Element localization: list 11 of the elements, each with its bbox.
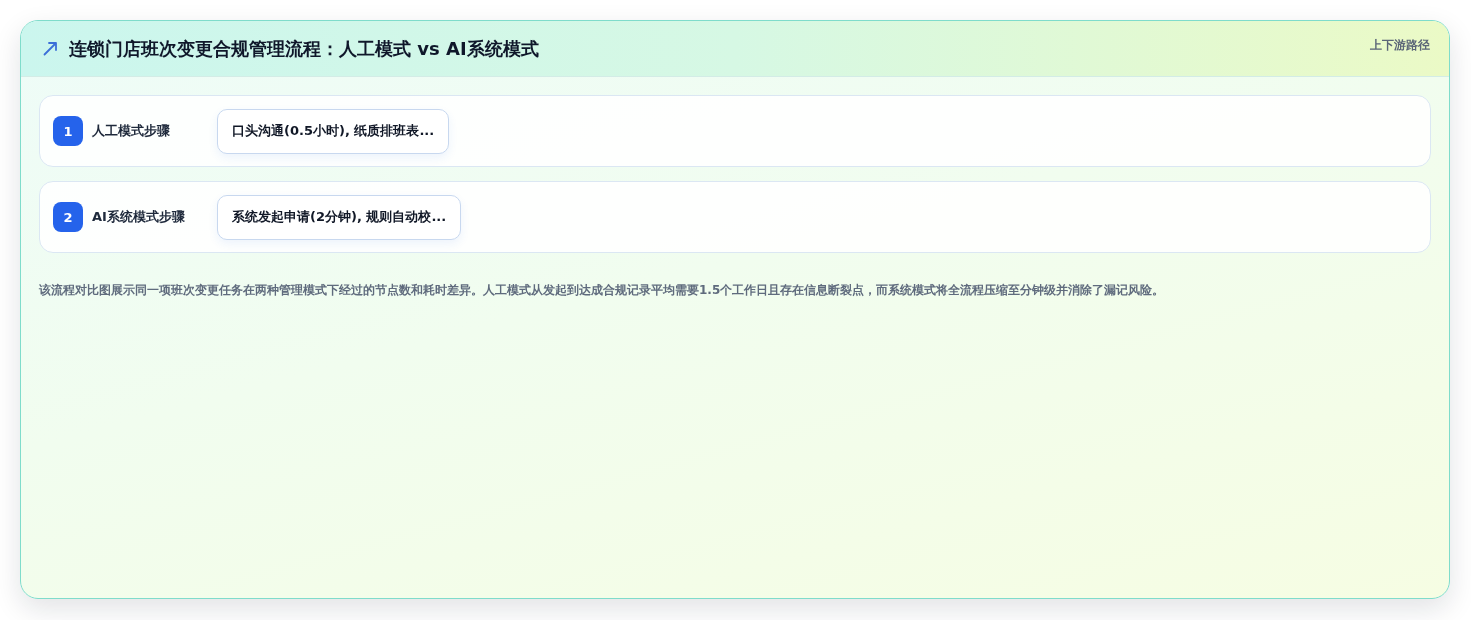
corner-note: 上下游路径 (1370, 37, 1430, 54)
diagram-title: 连锁门店班次变更合规管理流程：人工模式 vs AI系统模式 (69, 36, 539, 61)
lane-label: 人工模式步骤 (92, 122, 171, 140)
caption: 该流程对比图展示同一项班次变更任务在两种管理模式下经过的节点数和耗时差异。人工模式从发起到达成合规记录平均需要1.5个工作日且存在信息断裂点，而系统模式将全流程压缩至分钟级并消除了漏记风险。 (39, 282, 1166, 299)
process-step: 口头沟通(0.5小时), 纸质排班表... (217, 108, 450, 154)
step-number: 2 (53, 202, 83, 232)
lane-band (39, 95, 1431, 167)
lane-band (39, 181, 1431, 253)
process-step: 系统发起申请(2分钟), 规则自动校... (217, 194, 462, 240)
step-number: 1 (53, 116, 83, 146)
lane-label: AI系统模式步骤 (92, 208, 186, 226)
